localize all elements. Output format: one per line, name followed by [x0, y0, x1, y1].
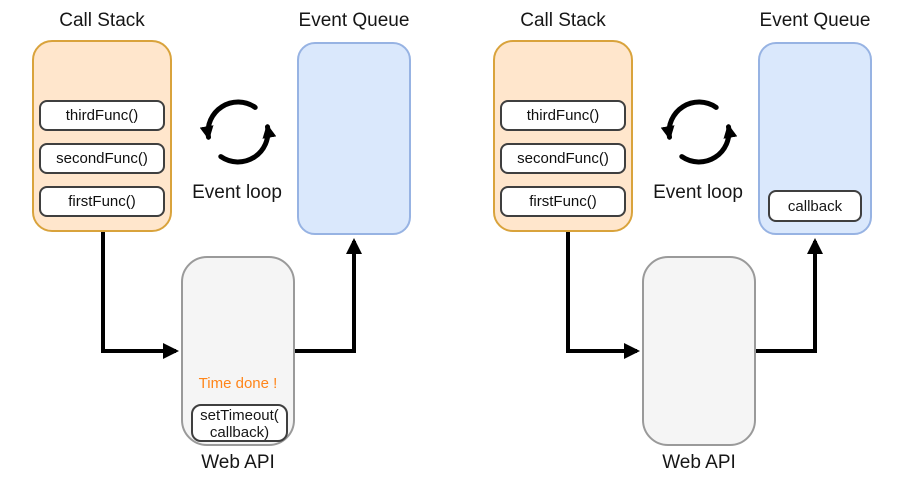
timer-status-text: Time done !	[198, 375, 278, 392]
event-loop-label: Event loop	[653, 182, 743, 203]
call-stack-title: Call Stack	[59, 10, 145, 31]
event-queue-title: Event Queue	[298, 10, 410, 31]
web-api-box: Time done ! setTimeout( callback)	[181, 256, 295, 446]
call-stack-title: Call Stack	[520, 10, 606, 31]
arrow-webapi-to-queue	[295, 238, 362, 353]
arrow-stack-to-webapi	[566, 232, 640, 359]
event-queue-box: callback	[758, 42, 872, 235]
stack-frame: firstFunc()	[500, 186, 626, 217]
event-queue-box	[297, 42, 411, 235]
stack-frame: secondFunc()	[39, 143, 165, 174]
stack-frame: thirdFunc()	[500, 100, 626, 131]
web-api-label: Web API	[662, 452, 736, 473]
diagram-panel-after: Call Stack thirdFunc() secondFunc() firs…	[461, 0, 898, 487]
queue-item-callback: callback	[768, 190, 862, 222]
call-stack-box: thirdFunc() secondFunc() firstFunc()	[32, 40, 172, 232]
event-loop-cycle-icon	[200, 99, 276, 165]
web-api-label: Web API	[201, 452, 275, 473]
web-api-box	[642, 256, 756, 446]
event-loop-label: Event loop	[192, 182, 282, 203]
task-line-1: setTimeout(	[200, 407, 279, 424]
diagram-panel-before: Call Stack thirdFunc() secondFunc() firs…	[0, 0, 438, 487]
arrow-webapi-to-queue	[756, 238, 823, 353]
task-line-2: callback)	[209, 424, 270, 441]
stack-frame: secondFunc()	[500, 143, 626, 174]
stack-frame: firstFunc()	[39, 186, 165, 217]
arrow-stack-to-webapi	[101, 232, 179, 359]
event-queue-title: Event Queue	[759, 10, 871, 31]
event-loop-cycle-icon	[661, 99, 737, 165]
call-stack-box: thirdFunc() secondFunc() firstFunc()	[493, 40, 633, 232]
settimeout-task-box: setTimeout( callback)	[191, 404, 288, 442]
stack-frame: thirdFunc()	[39, 100, 165, 131]
